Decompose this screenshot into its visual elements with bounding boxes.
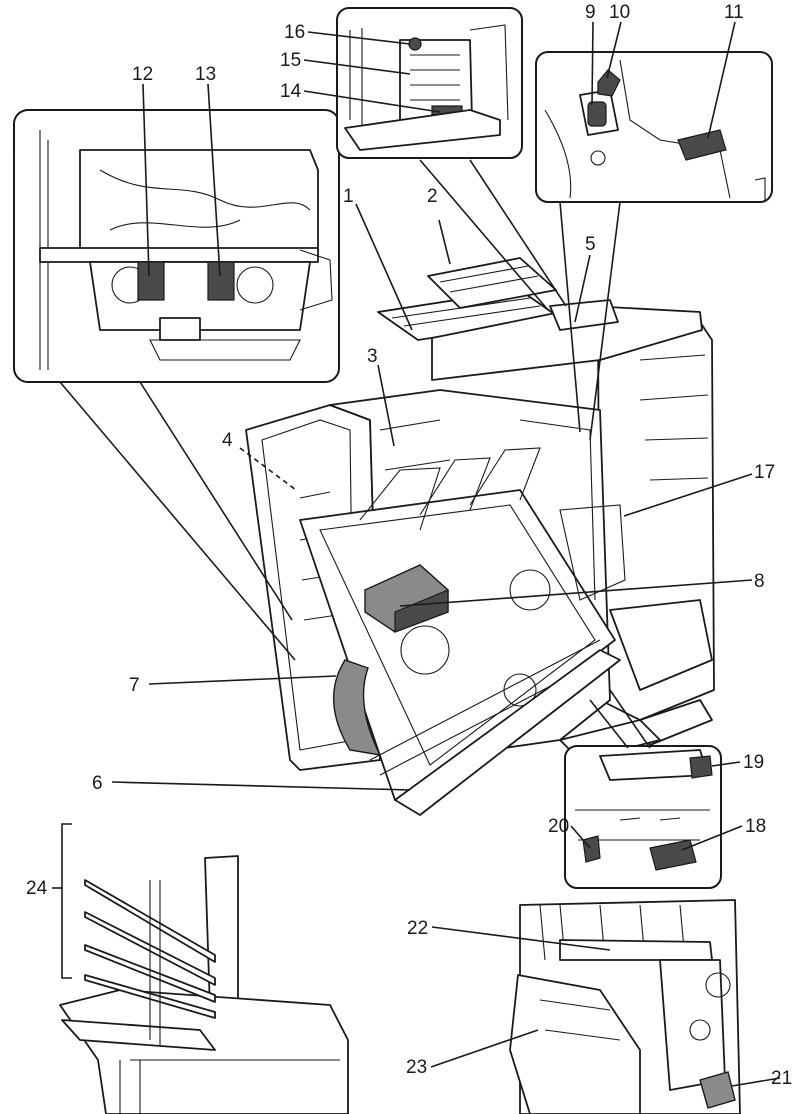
callout-15: 15 — [280, 50, 301, 71]
knob-10[interactable] — [597, 69, 621, 97]
callout-labels: 1 2 3 4 5 6 7 8 9 10 11 12 13 14 15 16 1… — [26, 2, 792, 1089]
callout-7: 7 — [129, 675, 140, 696]
multi-tray-unit — [59, 855, 349, 1114]
callout-22: 22 — [407, 918, 428, 939]
roller-knob-16[interactable] — [408, 37, 422, 51]
inset-paper-path — [336, 7, 523, 159]
callout-20: 20 — [548, 816, 569, 837]
connector-11[interactable] — [677, 129, 727, 161]
callout-12: 12 — [132, 64, 153, 85]
callout-1: 1 — [343, 186, 354, 207]
inset-release-knobs — [535, 51, 773, 203]
grip-lever-7[interactable] — [332, 659, 382, 756]
callout-19: 19 — [743, 752, 764, 773]
callout-9: 9 — [585, 2, 596, 23]
callout-14: 14 — [280, 81, 302, 102]
callout-8: 8 — [754, 571, 765, 592]
callout-11: 11 — [724, 2, 744, 23]
callout-21: 21 — [771, 1068, 792, 1089]
callout-3: 3 — [367, 346, 378, 367]
paper-folding-unit — [509, 899, 741, 1114]
callout-24: 24 — [26, 878, 48, 899]
transport-guide-22 — [559, 939, 713, 961]
inset-stapler-unit — [564, 745, 722, 889]
callout-6: 6 — [92, 773, 103, 794]
callout-18: 18 — [745, 816, 766, 837]
callout-2: 2 — [427, 186, 438, 207]
knob-9[interactable] — [587, 101, 607, 127]
callout-13: 13 — [195, 64, 216, 85]
callout-4: 4 — [222, 430, 233, 451]
lever-20[interactable] — [582, 835, 601, 863]
callout-10: 10 — [609, 2, 630, 23]
finisher-main-unit — [245, 257, 715, 816]
inset-staple-cartridges — [13, 109, 340, 383]
staple-cartridge-12[interactable] — [137, 261, 165, 301]
leader-lines — [52, 21, 781, 1087]
callout-23: 23 — [406, 1057, 427, 1078]
callout-16: 16 — [284, 22, 305, 43]
cover-lever-19[interactable] — [689, 755, 713, 779]
callout-5: 5 — [585, 234, 596, 255]
top-cover-5 — [549, 299, 619, 331]
stapler-cartridge-18[interactable] — [649, 839, 697, 871]
knob-21[interactable] — [699, 1071, 736, 1109]
staple-cartridge-13[interactable] — [207, 261, 235, 301]
callout-17: 17 — [754, 462, 775, 483]
